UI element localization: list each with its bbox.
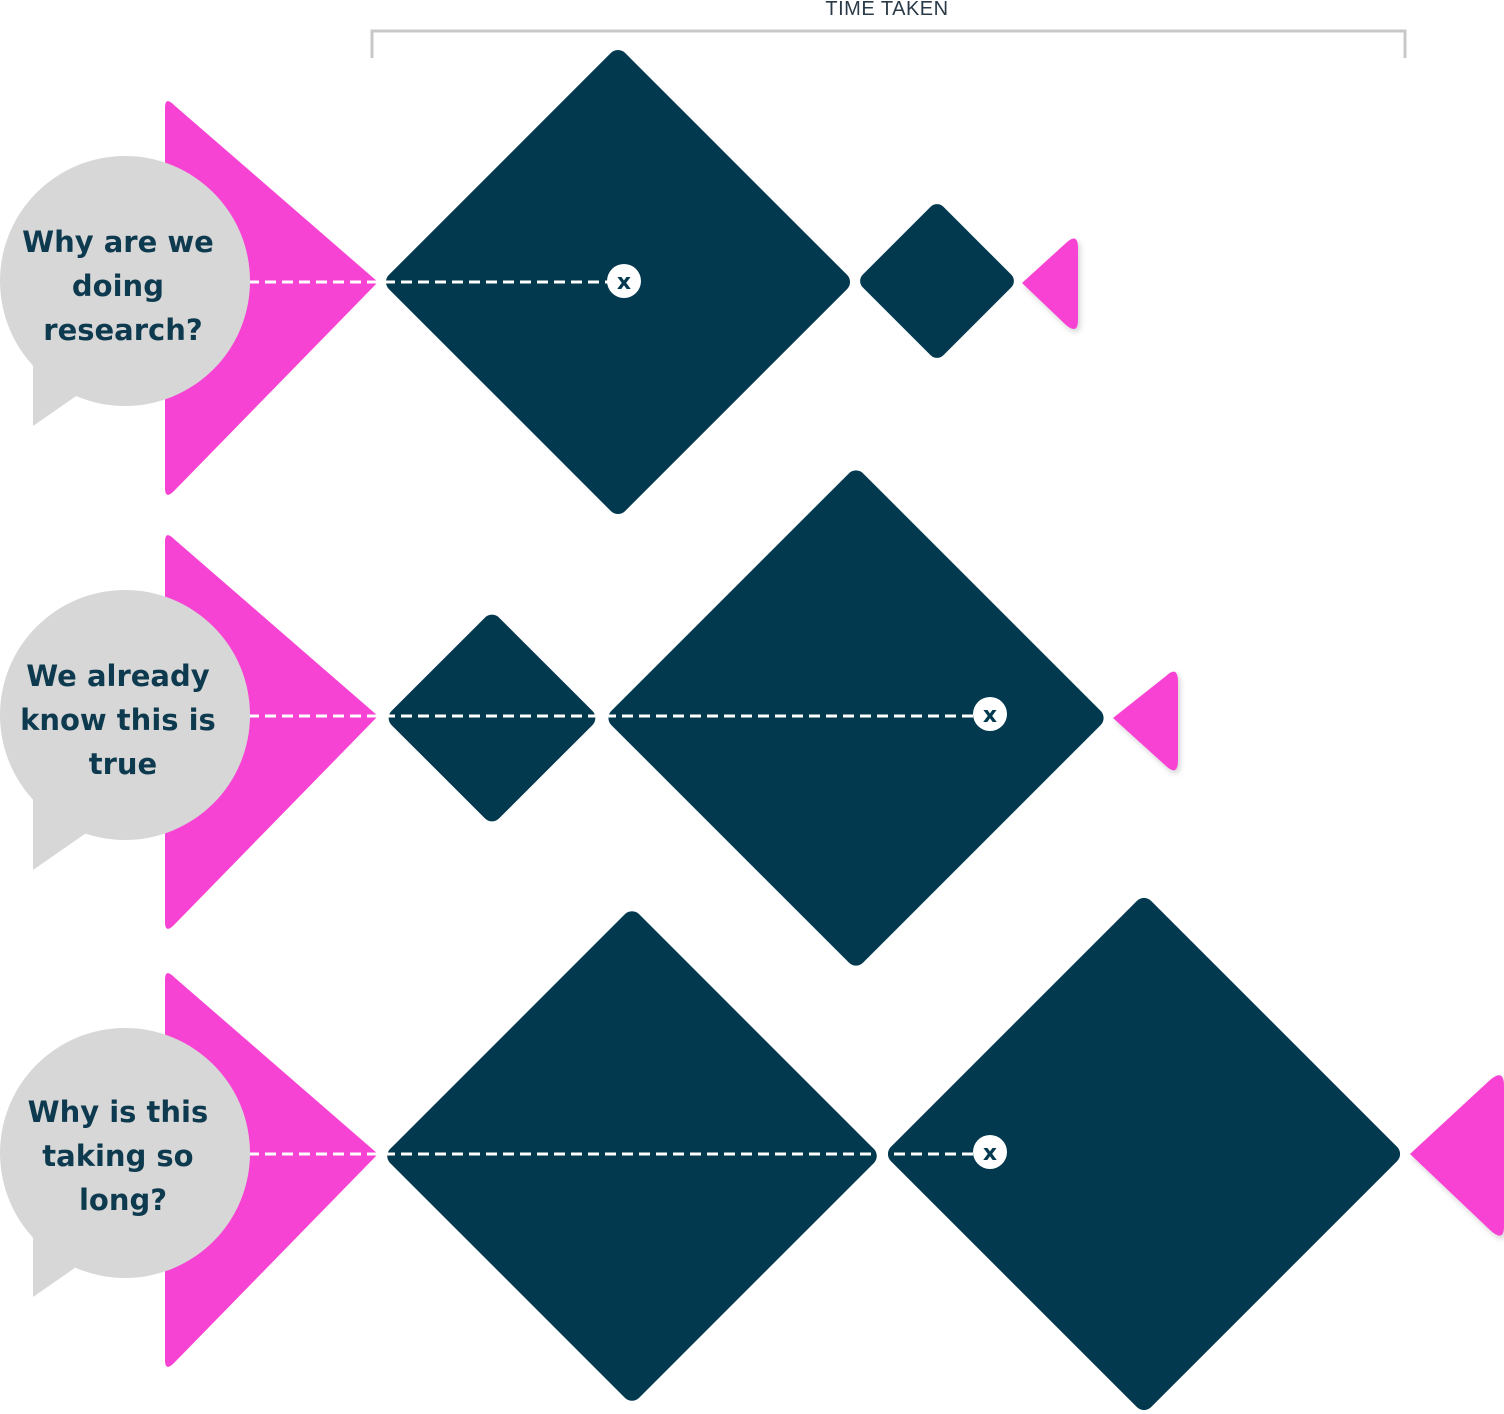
fish-1-bubble-line-2: doing	[72, 269, 164, 303]
fish-3-bubble-line-3: long?	[79, 1183, 167, 1217]
fish-1-tail	[1022, 238, 1078, 329]
fish-1-speech-bubble: Why are we doing research?	[0, 156, 250, 426]
fish-3-marker-label: x	[983, 1141, 997, 1166]
time-taken-bracket	[370, 29, 1407, 58]
fish-1-marker: x	[607, 264, 641, 298]
fish-row-2: x We already know this is true	[0, 470, 1178, 966]
fish-2-tail	[1113, 671, 1178, 771]
fish-1-body-small	[860, 204, 1014, 358]
fish-2-bubble-text: We already know this is true	[20, 659, 226, 781]
fish-3-body-left	[387, 911, 877, 1401]
fish-1-bubble-line-3: research?	[43, 313, 202, 347]
fish-2-marker: x	[973, 697, 1007, 731]
fish-2-bubble-line-1: We already	[26, 659, 210, 693]
fish-3-bubble-line-2: taking so	[42, 1139, 193, 1173]
fish-1-bubble-line-1: Why are we	[22, 225, 214, 259]
fish-3-marker: x	[973, 1135, 1007, 1169]
fish-2-body-small	[388, 614, 596, 822]
fish-2-marker-label: x	[983, 703, 997, 728]
fish-2-bubble-line-3: true	[89, 747, 157, 781]
time-taken-header: TIME TAKEN	[370, 0, 1407, 58]
fish-2-bubble-line-2: know this is	[20, 703, 216, 737]
fish-1-marker-label: x	[617, 270, 631, 295]
time-taken-label: TIME TAKEN	[825, 0, 948, 20]
fish-2-body-large	[608, 470, 1104, 966]
fish-1-bubble-text: Why are we doing research?	[22, 225, 224, 347]
fish-2-speech-bubble: We already know this is true	[0, 590, 250, 870]
fish-3-bubble-line-1: Why is this	[28, 1095, 209, 1129]
fish-row-3: x Why is this taking so long?	[0, 897, 1504, 1411]
fish-3-bubble-text: Why is this taking so long?	[28, 1095, 219, 1217]
fish-3-tail	[1410, 1075, 1504, 1236]
fish-row-1: x Why are we doing research?	[0, 49, 1078, 515]
fish-3-body-right	[887, 897, 1401, 1411]
fish-3-speech-bubble: Why is this taking so long?	[0, 1028, 250, 1297]
